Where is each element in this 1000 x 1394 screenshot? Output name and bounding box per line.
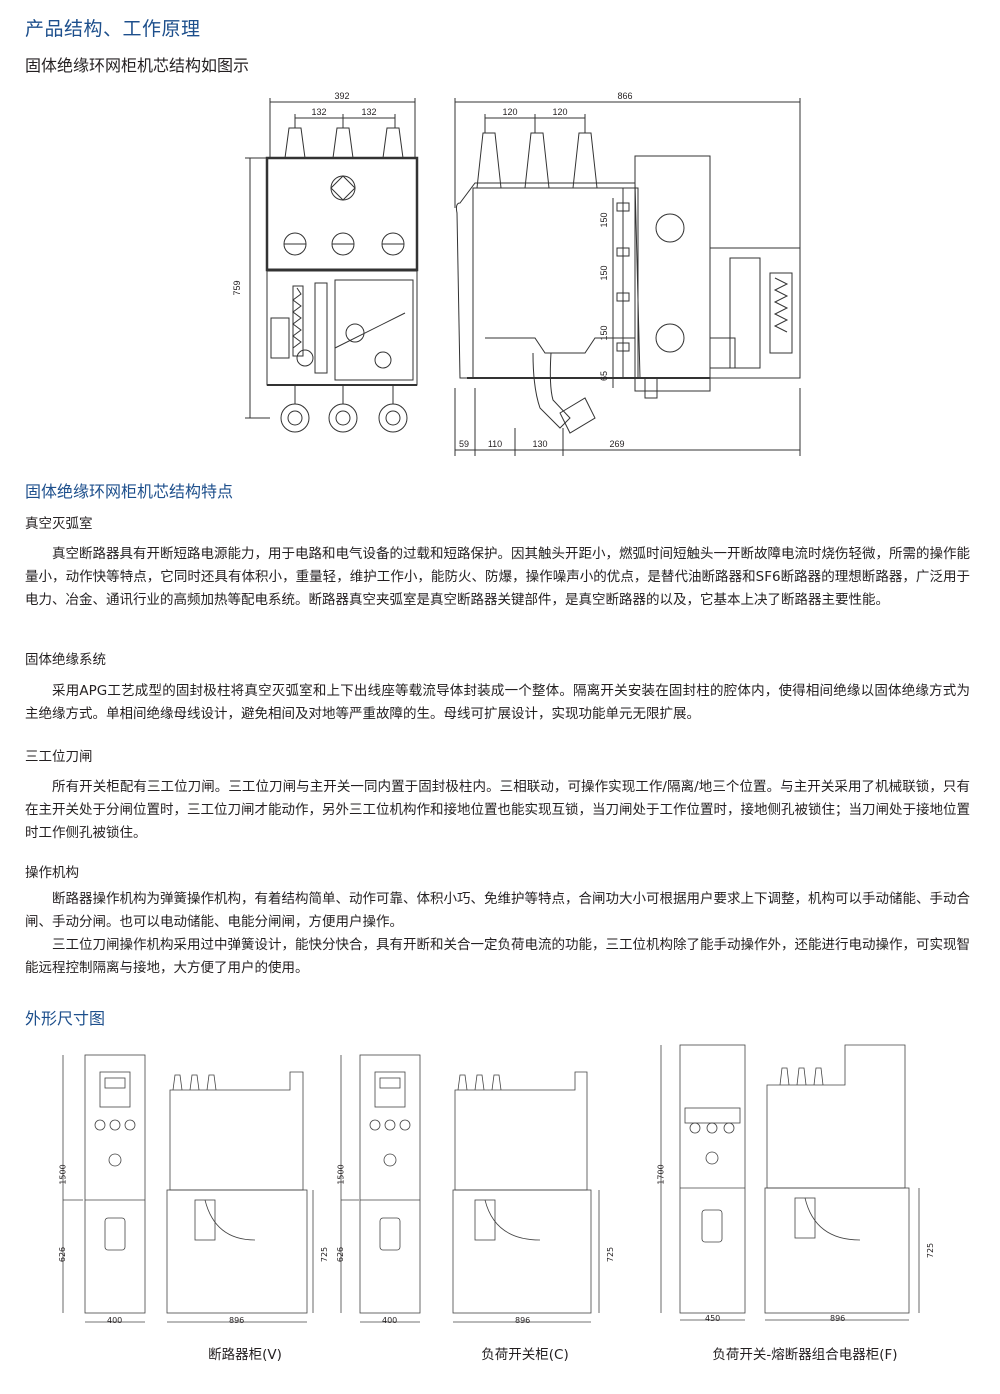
dim-height: 1500 bbox=[336, 1164, 346, 1185]
section-heading: 固体绝缘系统 bbox=[25, 652, 106, 668]
dim-label: 132 bbox=[311, 107, 326, 117]
cabinet-caption: 负荷开关-熔断器组合电器柜(F) bbox=[712, 1347, 898, 1363]
dim-label: 269 bbox=[609, 439, 624, 449]
dim-label: 120 bbox=[552, 107, 567, 117]
dim-right: 725 bbox=[926, 1242, 936, 1259]
cabinet-caption: 负荷开关柜(C) bbox=[481, 1347, 569, 1363]
dim-width-side: 896 bbox=[229, 1316, 245, 1325]
dim-width-front: 450 bbox=[705, 1314, 721, 1323]
dim-width-side: 896 bbox=[515, 1316, 531, 1325]
front-view-drawing: 392 132 132 759 bbox=[232, 91, 419, 433]
dimensions-title: 外形尺寸图 bbox=[25, 1009, 106, 1028]
section-heading: 操作机构 bbox=[25, 865, 79, 881]
dim-label: 132 bbox=[361, 107, 376, 117]
dim-label: 120 bbox=[502, 107, 517, 117]
section-paragraph: 真空断路器具有开断短路电源能力，用于电路和电气设备的过载和短路保护。因其触头开距… bbox=[25, 546, 970, 608]
section-paragraph: 断路器操作机构为弹簧操作机构，有着结构简单、动作可靠、体积小巧、免维护等特点，合… bbox=[25, 891, 970, 930]
section-paragraph: 所有开关柜配有三工位刀闸。三工位刀闸与主开关一同内置于固封极柱内。三相联动，可操… bbox=[25, 779, 970, 841]
side-view-drawing: 866 120 120 150 150 150 65 59 110 130 26… bbox=[454, 91, 801, 456]
features-title: 固体绝缘环网柜机芯结构特点 bbox=[25, 482, 234, 501]
dim-label: 150 bbox=[599, 325, 609, 340]
dim-right: 725 bbox=[320, 1246, 330, 1263]
dim-lower: 626 bbox=[336, 1246, 346, 1263]
dim-label: 65 bbox=[599, 371, 609, 381]
dim-right: 725 bbox=[606, 1246, 616, 1263]
dim-label: 866 bbox=[617, 91, 632, 101]
cabinet-labels-v: 1500 626 725 400 896 bbox=[55, 1050, 335, 1330]
dim-width-side: 896 bbox=[830, 1314, 846, 1323]
page-title: 产品结构、工作原理 bbox=[25, 18, 201, 40]
dim-lower: 626 bbox=[58, 1246, 68, 1263]
section-paragraph: 三工位刀闸操作机构采用过中弹簧设计，能快分快合，具有开断和关合一定负荷电流的功能… bbox=[25, 937, 970, 976]
dim-label: 150 bbox=[599, 265, 609, 280]
section-heading: 真空灭弧室 bbox=[25, 516, 93, 532]
cabinet-drawing-v bbox=[62, 1054, 314, 1323]
dim-label: 130 bbox=[532, 439, 547, 449]
cabinet-drawing-c bbox=[340, 1054, 600, 1323]
dim-label: 759 bbox=[232, 280, 242, 295]
dim-label: 392 bbox=[334, 91, 349, 101]
cabinet-drawing-f bbox=[660, 1044, 920, 1321]
dim-label: 59 bbox=[459, 439, 469, 449]
section-paragraph: 采用APG工艺成型的固封极柱将真空灭弧室和上下出线座等载流导体封装成一个整体。隔… bbox=[25, 683, 970, 722]
dim-height: 1700 bbox=[656, 1164, 666, 1185]
dim-label: 110 bbox=[488, 439, 502, 449]
dim-width-front: 400 bbox=[382, 1316, 398, 1325]
cabinet-labels-f: 1700 725 450 896 bbox=[655, 1040, 945, 1330]
dim-width-front: 400 bbox=[107, 1316, 123, 1325]
cabinet-caption: 断路器柜(V) bbox=[208, 1347, 282, 1363]
page-subtitle: 固体绝缘环网柜机芯结构如图示 bbox=[25, 56, 250, 75]
section-heading: 三工位刀闸 bbox=[25, 749, 93, 765]
dim-label: 150 bbox=[599, 212, 609, 227]
cabinet-labels-c: 1500 626 725 400 896 bbox=[335, 1050, 625, 1330]
dim-height: 1500 bbox=[58, 1164, 68, 1185]
